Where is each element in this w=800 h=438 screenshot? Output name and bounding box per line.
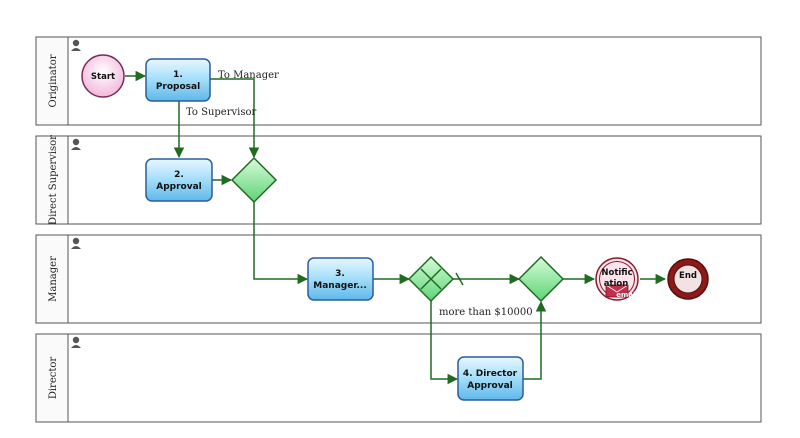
task-director-line2: Approval (467, 381, 513, 391)
default-flow-marker (455, 272, 464, 286)
start-event[interactable]: Start (81, 54, 125, 98)
user-icon (71, 336, 81, 348)
envelope-icon (605, 284, 629, 298)
task-director-approval[interactable]: 4. Director Approval (457, 356, 524, 401)
lane-label-direct-supervisor: Direct Supervisor (48, 135, 59, 225)
lane-director: Director (35, 333, 762, 423)
lane-label-director: Director (48, 357, 59, 400)
notification-line1: Notific (601, 268, 632, 278)
x-marker-icon (420, 268, 442, 290)
notification-line2: ation (604, 279, 629, 289)
task-proposal-line2: Proposal (156, 82, 200, 92)
gateway-exclusive[interactable] (407, 255, 455, 303)
flow-label-more-than: more than $10000 (439, 307, 533, 318)
task-manager[interactable]: 3. Manager... (307, 257, 374, 301)
flow-director-to-join[interactable] (523, 300, 547, 380)
end-event-label: End (679, 271, 697, 281)
task-approval-line1: 2. (174, 170, 184, 180)
flow-gateway-to-manager-task[interactable] (253, 202, 309, 285)
task-proposal[interactable]: 1. Proposal (145, 58, 211, 102)
task-approval-line2: Approval (156, 182, 202, 192)
flow-label-to-supervisor: To Supervisor (186, 107, 256, 118)
user-icon (71, 237, 81, 249)
lane-originator: Originator (35, 36, 762, 126)
task-manager-line2: Manager... (313, 281, 366, 291)
lane-label-manager: Manager (48, 256, 59, 302)
gateway-join[interactable] (517, 255, 565, 303)
notification-event[interactable]: Notific ation email (595, 257, 639, 301)
task-approval[interactable]: 2. Approval (145, 158, 213, 202)
user-icon (71, 138, 81, 150)
task-proposal-line1: 1. (173, 70, 183, 80)
task-manager-line1: 3. (335, 269, 345, 279)
flow-to-manager[interactable] (210, 78, 260, 159)
flow-more-than[interactable] (430, 301, 459, 385)
gateway-supervisor-merge[interactable] (230, 156, 278, 204)
flow-label-to-manager: To Manager (218, 70, 279, 81)
task-director-line1: 4. Director (463, 369, 518, 379)
user-icon (71, 39, 81, 51)
lane-supervisor: Direct Supervisor (35, 135, 762, 225)
notification-line3: email (616, 291, 638, 299)
lane-label-originator: Originator (48, 54, 59, 107)
start-event-label: Start (91, 72, 115, 82)
end-event[interactable]: End (667, 258, 709, 300)
